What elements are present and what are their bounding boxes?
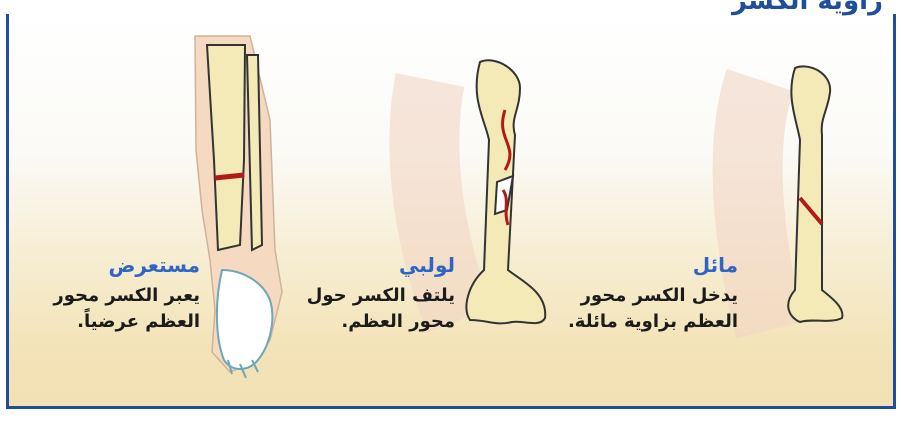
fracture-type-name: مستعرض [10,253,200,277]
fracture-type-name: مائل [548,253,738,277]
fracture-type-description: يدخل الكسر محور العظم بزاوية مائلة. [548,283,738,335]
caption-transverse: مستعرض يعبر الكسر محور العظم عرضياً. [10,253,200,335]
caption-spiral: لولبي يلتف الكسر حول محور العظم. [265,253,455,335]
fracture-type-description: يعبر الكسر محور العظم عرضياً. [10,283,200,335]
bone-illustration-oblique [748,66,843,330]
fracture-type-name: لولبي [265,253,455,277]
caption-oblique: مائل يدخل الكسر محور العظم بزاوية مائلة. [548,253,738,335]
fracture-type-description: يلتف الكسر حول محور العظم. [265,283,455,335]
